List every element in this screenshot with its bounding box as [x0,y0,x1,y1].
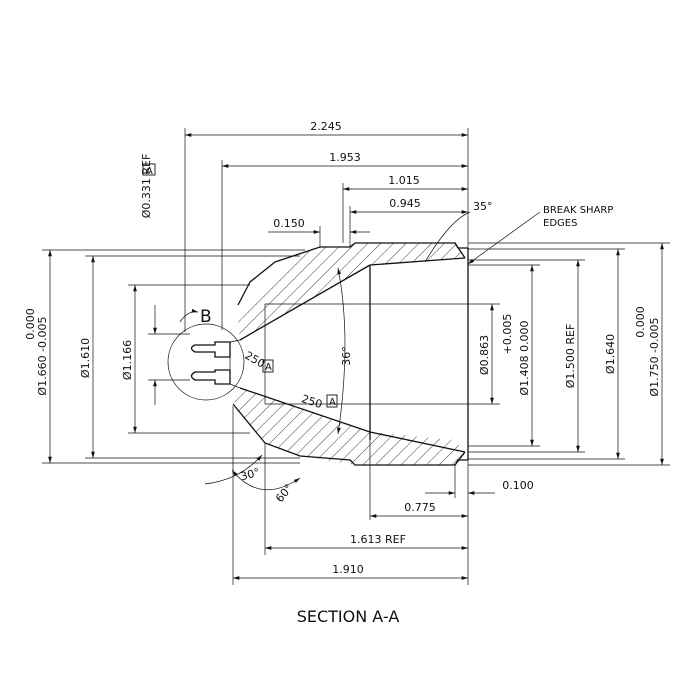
datum-a2: A [329,397,336,408]
detail-label-b: B [200,307,212,327]
dim-1750-tol: 0.000 [634,306,647,338]
note-line-2: EDGES [543,218,577,229]
dim-1408: Ø1.408 0.000 [518,320,531,395]
nose-slot-bottom [190,369,231,385]
datum-a3: A [146,166,153,177]
extension-lines [184,128,469,585]
angle-35: 35° [473,200,493,213]
dim-1166: Ø1.166 [121,340,134,380]
dim-1660-tol: 0.000 [24,308,37,340]
datum-box-a2 [326,394,338,408]
angle-36: 36° [340,346,353,366]
right-extension-lines [370,242,670,466]
angle-60: 60° [273,482,295,505]
dim-1660: Ø1.660 -0.005 [36,316,49,395]
dim-1613: 1.613 REF [350,533,406,546]
datum-a1: A [265,362,272,373]
datum-box-a3 [142,163,156,176]
datum-box-a1 [262,359,274,373]
chamfer-bottom [454,451,466,466]
angle-36-arc [337,267,346,435]
dim-0331: Ø0.331 REF [140,154,153,219]
chamfer-top [454,242,466,259]
dim-1500: Ø1.500 REF [564,324,577,389]
left-extension-lines [42,249,305,464]
dim-1910: 1.910 [332,563,364,576]
note-line-1: BREAK SHARP [543,205,613,216]
dim-0863: Ø0.863 [478,335,491,375]
note-leader [467,211,541,265]
dim-0100: 0.100 [502,479,534,492]
lower-wall-hatch [233,388,465,465]
upper-wall-hatch [238,243,465,340]
dim-1015: 1.015 [388,174,420,187]
detail-leader [179,308,199,323]
inner-cone-top [239,264,371,341]
dim-1953: 1.953 [329,151,361,164]
part-section [190,242,469,466]
dim-0150: 0.150 [273,217,305,230]
dim-1750: Ø1.750 -0.005 [648,317,661,396]
angle-35-arc [424,211,471,263]
dim-0775: 0.775 [404,501,436,514]
nose-link-top [229,339,241,343]
bore-top [369,257,466,266]
nose-link-bottom [229,383,241,389]
detail-circle-b [167,323,245,401]
dim-1610: Ø1.610 [79,338,92,378]
section-caption: SECTION A-A [297,607,400,626]
dim-1640: Ø1.640 [604,334,617,374]
angle-60-arc [231,469,301,491]
dim-2245: 2.245 [310,120,342,133]
dim-0945: 0.945 [389,197,421,210]
radius-250b: 250 [300,392,324,411]
dim-1408-tol: +0.005 [501,314,514,355]
nose-slot-top [190,341,231,358]
bore-bottom [369,431,466,453]
inner-cone-bottom [239,387,371,433]
